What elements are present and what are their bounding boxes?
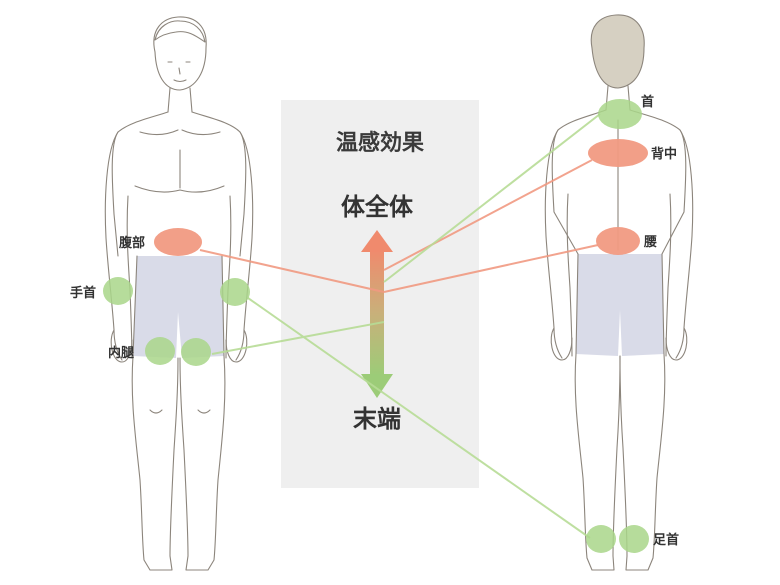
label-upper-back: 背中 bbox=[651, 146, 677, 162]
label-abdomen: 腹部 bbox=[119, 235, 145, 251]
back-body-figure bbox=[544, 14, 694, 571]
zone-back-lower-back bbox=[596, 227, 640, 255]
warm-connectors bbox=[199, 159, 599, 293]
zone-back-upper-back bbox=[588, 139, 648, 167]
label-ankle: 足首 bbox=[653, 532, 679, 548]
zone-front-abdomen bbox=[154, 228, 202, 256]
panel-title: 温感効果 bbox=[336, 130, 424, 156]
zone-front-wrist-right bbox=[103, 277, 133, 305]
front-shorts bbox=[133, 256, 224, 358]
label-lower-back: 腰 bbox=[643, 235, 657, 250]
back-shorts bbox=[576, 254, 664, 356]
gradient-double-arrow bbox=[361, 230, 393, 398]
zone-front-wrist-left bbox=[220, 278, 250, 306]
label-inner-thigh: 内腿 bbox=[108, 345, 134, 361]
scale-bottom-label: 末端 bbox=[353, 405, 401, 433]
scale-top-label: 体全体 bbox=[341, 193, 414, 221]
zone-back-ankle-right bbox=[586, 525, 616, 553]
zone-front-inner-thigh-right bbox=[145, 337, 175, 365]
label-neck: 首 bbox=[641, 94, 654, 110]
zone-back-ankle-left bbox=[619, 525, 649, 553]
label-wrist: 手首 bbox=[70, 285, 96, 301]
zone-back-neck bbox=[598, 99, 642, 129]
zone-front-inner-thigh-left bbox=[181, 338, 211, 366]
cool-connectors bbox=[211, 113, 601, 539]
